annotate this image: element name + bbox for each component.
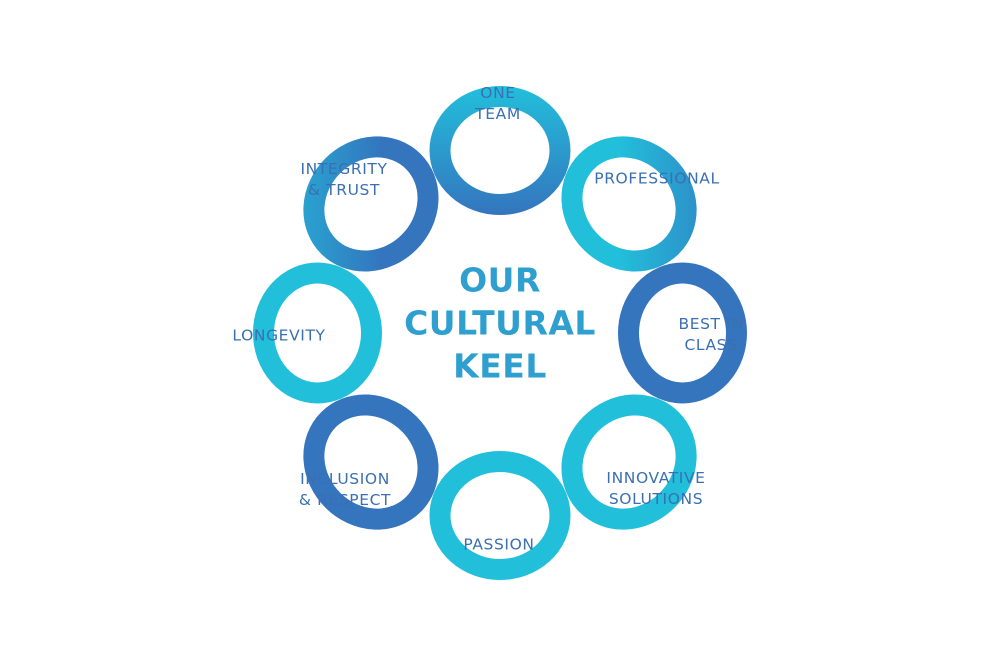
petal-label-one-team: ONE TEAM xyxy=(475,83,521,125)
petal-one-team xyxy=(429,86,571,215)
petal-label-line: INNOVATIVE xyxy=(606,469,706,487)
petal-label-inclusion-respect: INCLUSION & RESPECT xyxy=(299,469,391,511)
petal-label-line: BEST IN xyxy=(678,315,744,333)
petal-label-line: ONE xyxy=(480,84,516,102)
center-title: OUR CULTURAL KEEL xyxy=(404,259,596,388)
petal-professional xyxy=(561,136,697,272)
petal-label-integrity-trust: INTEGRITY & TRUST xyxy=(300,159,387,201)
petal-integrity-trust xyxy=(303,136,439,272)
center-title-line: OUR xyxy=(459,260,541,300)
petal-label-passion: PASSION xyxy=(463,535,534,556)
petal-label-innovative-solutions: INNOVATIVE SOLUTIONS xyxy=(606,468,705,510)
center-title-line: CULTURAL xyxy=(404,303,596,343)
petal-innovative-solutions xyxy=(561,394,697,530)
petal-passion xyxy=(429,451,571,580)
petal-longevity xyxy=(253,262,382,404)
petal-best-in-class xyxy=(618,262,747,404)
petal-label-best-in-class: BEST IN CLASS xyxy=(678,314,743,356)
petal-label-line: & RESPECT xyxy=(298,491,392,509)
petal-label-line: & TRUST xyxy=(307,181,381,199)
center-title-line: KEEL xyxy=(453,346,547,386)
petal-label-line: SOLUTIONS xyxy=(608,490,704,508)
petal-label-longevity: LONGEVITY xyxy=(232,326,325,347)
petal-label-line: TEAM xyxy=(475,105,521,123)
petal-label-line: INCLUSION xyxy=(300,470,390,488)
petal-label-line: CLASS xyxy=(684,336,738,354)
petal-label-line: LONGEVITY xyxy=(232,326,326,345)
petal-label-professional: PROFESSIONAL xyxy=(594,169,720,190)
petal-label-line: INTEGRITY xyxy=(300,160,388,178)
petal-inclusion-respect xyxy=(303,394,439,530)
petal-label-line: PASSION xyxy=(463,535,535,554)
petal-label-line: PROFESSIONAL xyxy=(594,169,720,188)
